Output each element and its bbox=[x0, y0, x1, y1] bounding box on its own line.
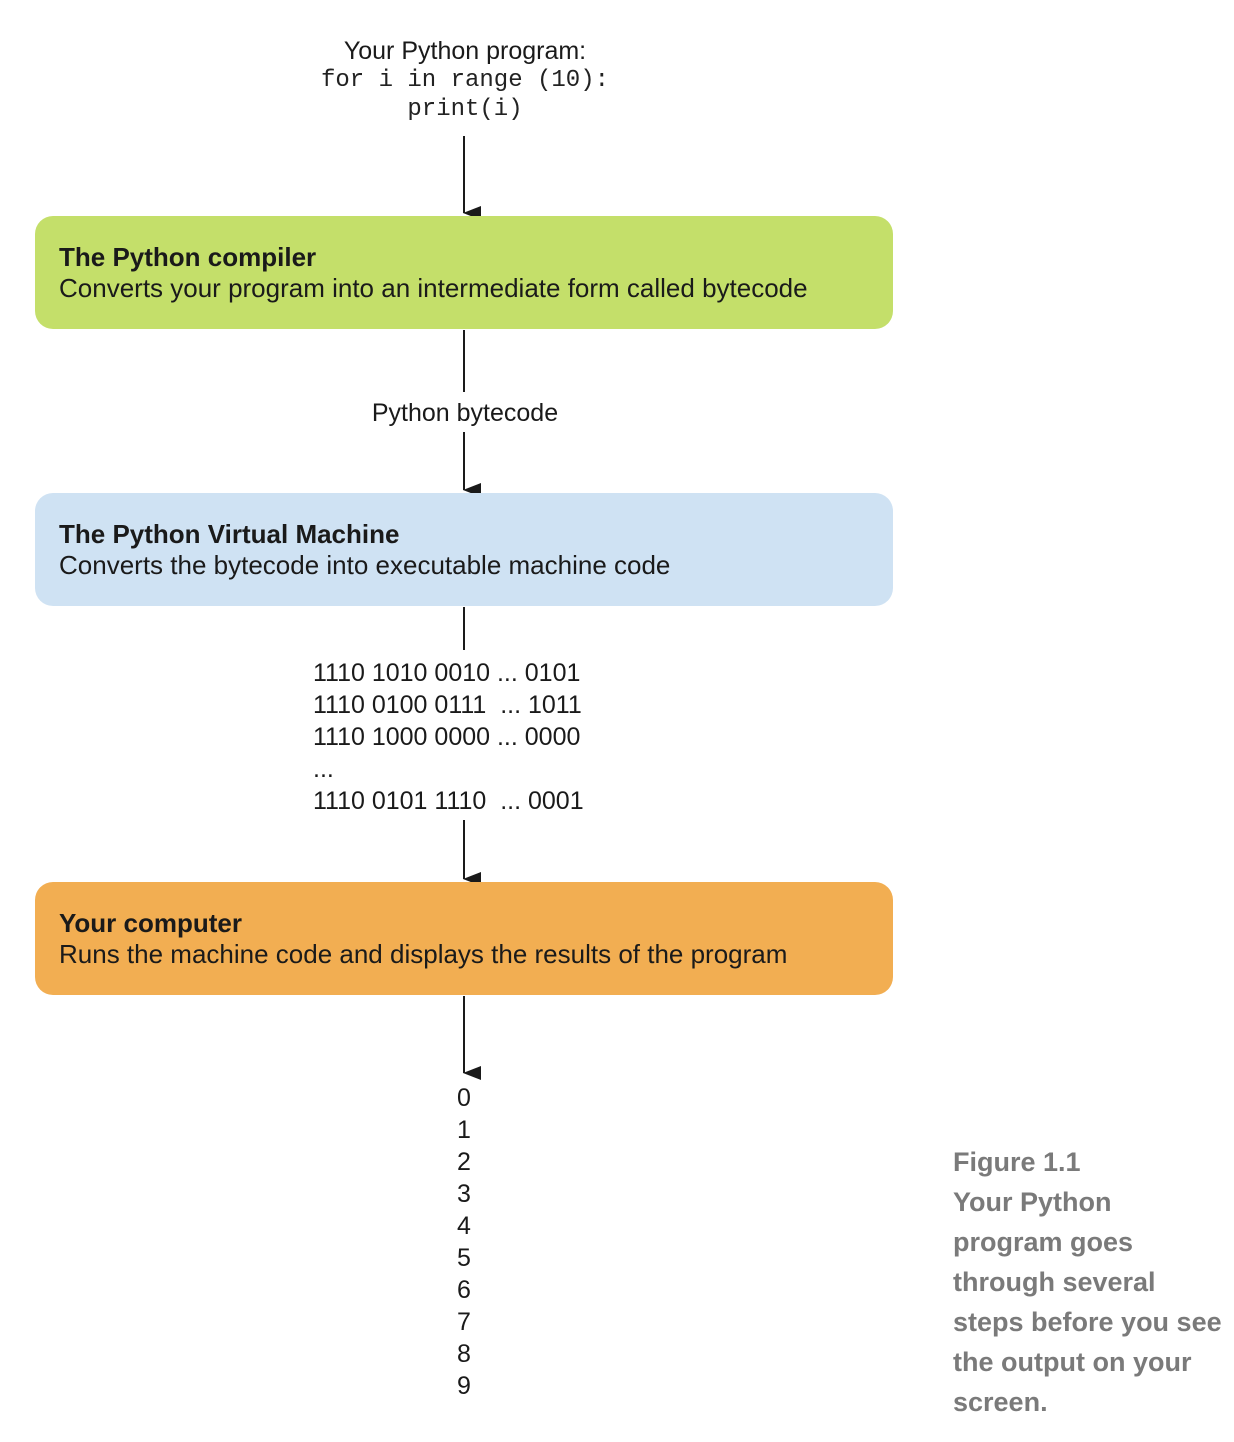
output-line: 4 bbox=[457, 1212, 471, 1240]
program-output: 0 1 2 3 4 5 6 7 8 9 bbox=[434, 1082, 494, 1402]
machine-code-listing: 1110 1010 0010 ... 0101 1110 0100 0111 .… bbox=[313, 657, 584, 817]
virtual-machine-box: The Python Virtual Machine Converts the … bbox=[35, 493, 893, 606]
computer-description: Runs the machine code and displays the r… bbox=[59, 939, 788, 969]
output-line: 5 bbox=[457, 1244, 471, 1272]
virtual-machine-title: The Python Virtual Machine bbox=[59, 519, 400, 549]
output-line: 7 bbox=[457, 1308, 471, 1336]
output-line: 1 bbox=[457, 1116, 471, 1144]
machine-code-line: ... bbox=[313, 755, 334, 783]
output-line: 3 bbox=[457, 1180, 471, 1208]
code-line-loop: for i in range (10): bbox=[320, 67, 610, 94]
machine-code-line: 1110 0101 1110 ... 0001 bbox=[313, 787, 584, 815]
computer-title: Your computer bbox=[59, 908, 242, 938]
caption-number: Figure 1.1 bbox=[953, 1147, 1081, 1177]
output-line: 6 bbox=[457, 1276, 471, 1304]
compiler-box: The Python compiler Converts your progra… bbox=[35, 216, 893, 329]
output-line: 2 bbox=[457, 1148, 471, 1176]
output-line: 9 bbox=[457, 1372, 471, 1400]
program-source: Your Python program: for i in range (10)… bbox=[265, 36, 665, 124]
output-line: 8 bbox=[457, 1340, 471, 1368]
output-line: 0 bbox=[457, 1084, 471, 1112]
virtual-machine-description: Converts the bytecode into executable ma… bbox=[59, 550, 671, 580]
machine-code-line: 1110 1000 0000 ... 0000 bbox=[313, 723, 581, 751]
machine-code-line: 1110 0100 0111 ... 1011 bbox=[313, 691, 582, 719]
compiler-title: The Python compiler bbox=[59, 242, 317, 272]
compiler-description: Converts your program into an intermedia… bbox=[59, 273, 808, 303]
code-line-print: print(i) bbox=[407, 96, 523, 123]
program-label: Your Python program: bbox=[343, 37, 587, 65]
bytecode-label: Python bytecode bbox=[371, 399, 559, 427]
caption-text: Your Python program goes through several… bbox=[953, 1187, 1222, 1417]
machine-code-line: 1110 1010 0010 ... 0101 bbox=[313, 659, 581, 687]
computer-box: Your computer Runs the machine code and … bbox=[35, 882, 893, 995]
figure-caption: Figure 1.1 Your Python program goes thro… bbox=[953, 1142, 1223, 1422]
